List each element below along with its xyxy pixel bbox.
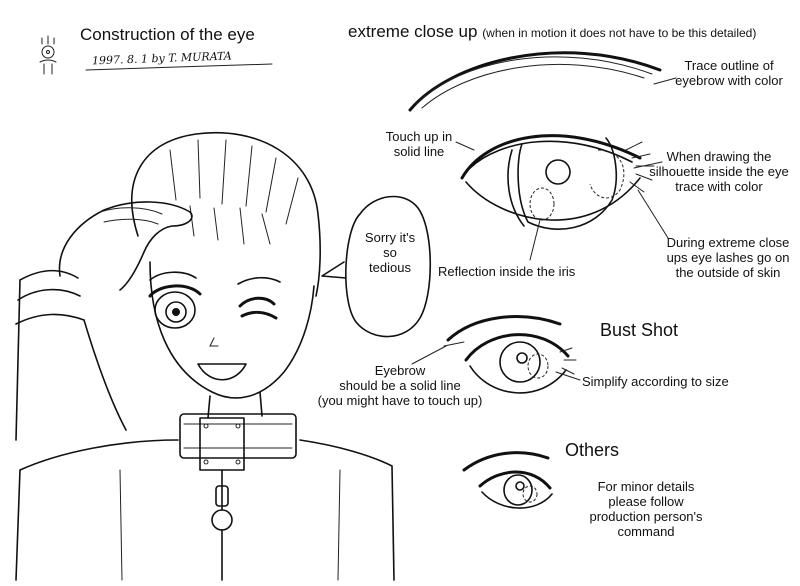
closeup-eye (408, 51, 677, 261)
smile (197, 363, 247, 381)
saluting-hand (58, 201, 193, 291)
iris (517, 137, 618, 230)
section-bust-shot: Bust Shot (600, 320, 679, 340)
pupil (545, 159, 571, 185)
note-eyebrow-solid: Eyebrow should be a solid line (you migh… (310, 363, 490, 409)
note-eyebrow-line3: (you might have to touch up) (317, 392, 483, 408)
leader-trace-eyebrow (653, 77, 677, 85)
note-reflection: Reflection inside the iris (438, 264, 576, 279)
closeup-title-sub: (when in motion it does not have to be t… (482, 26, 757, 40)
leader-silhouette (633, 161, 663, 169)
mascot-doodle (39, 35, 57, 75)
collar (179, 413, 297, 459)
sleeve (15, 269, 127, 441)
hair-outline (131, 132, 321, 297)
leader-reflection (529, 219, 541, 261)
note-minor-details: For minor details please follow producti… (589, 479, 703, 539)
speech-bubble (321, 195, 432, 338)
jacket (15, 439, 395, 581)
page-title: Construction of the eye (80, 25, 255, 44)
closeup-title: extreme close up (when in motion it does… (348, 22, 788, 42)
character-figure (15, 132, 395, 581)
leader-eyebrow-solid (411, 345, 447, 365)
note-touch-up: Touch up in solid line (385, 129, 453, 159)
others-eyebrow (462, 451, 550, 472)
closeup-title-main: extreme close up (348, 22, 478, 41)
note-eyebrow-line2: should be a solid line (339, 377, 461, 393)
zipper-ring (211, 509, 233, 531)
others-iris (503, 474, 533, 506)
leader-simplify (555, 371, 581, 381)
speech-text: Sorry it's so tedious (364, 230, 416, 275)
leader-touch-up (455, 141, 475, 151)
section-others: Others (565, 440, 620, 460)
hair-strands (169, 139, 299, 245)
open-eye (154, 291, 196, 329)
closeup-eye-lower-lid (465, 177, 641, 221)
bust-iris (499, 341, 541, 383)
bust-shot-eye (411, 315, 581, 394)
note-eyebrow-line1: Eyebrow (374, 363, 426, 378)
iris-reflection (529, 187, 555, 221)
leader-eyelashes (637, 189, 669, 239)
signature-underline (85, 63, 273, 71)
note-trace-eyebrow: Trace outline of eyebrow with color (675, 58, 783, 88)
others-eye (462, 451, 553, 509)
note-simplify: Simplify according to size (582, 374, 729, 389)
bust-eyebrow (446, 315, 562, 342)
winking-eye (238, 296, 278, 320)
face-outline (149, 261, 315, 399)
note-silhouette: When drawing the silhouette inside the e… (649, 149, 789, 194)
note-eyelashes: During extreme close ups eye lashes go o… (666, 235, 790, 280)
